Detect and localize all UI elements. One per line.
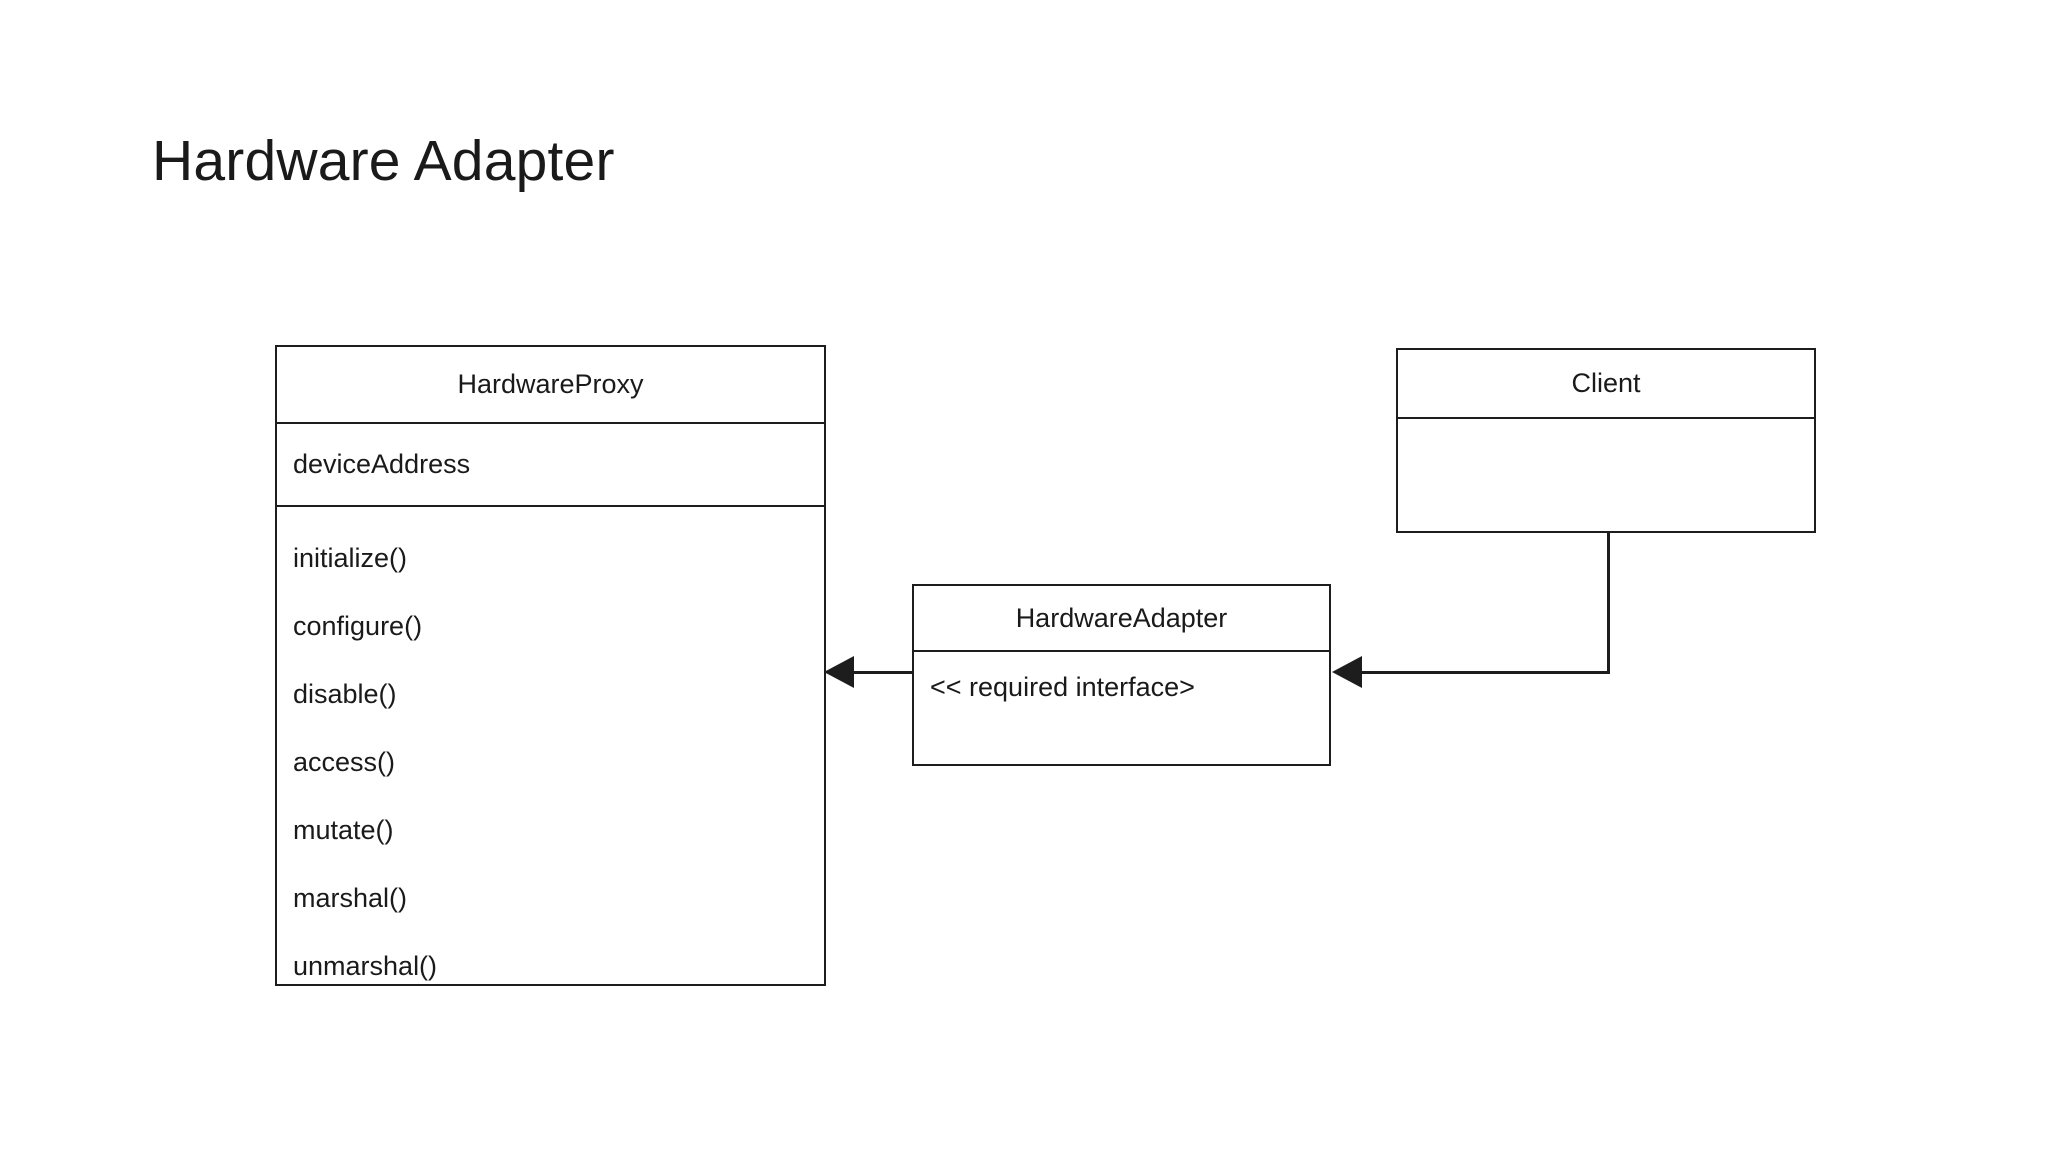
uml-class-name-hardwareadapter: HardwareAdapter [1015,602,1228,633]
uml-operation: unmarshal() [293,951,438,981]
uml-class-hardwareadapter[interactable]: HardwareAdapter << required interface> [912,584,1331,766]
uml-class-hardwareproxy[interactable]: HardwareProxy deviceAddress initialize()… [275,345,826,986]
uml-operation: access() [293,747,396,777]
uml-operation: mutate() [293,815,394,845]
uml-operations-hardwareadapter: << required interface> [914,652,1329,764]
uml-class-client[interactable]: Client [1396,348,1816,533]
uml-attribute: deviceAddress [293,449,471,479]
page-title: Hardware Adapter [152,129,615,193]
uml-divider [277,505,824,507]
connector-client-to-adapter-horizontal [1362,671,1610,674]
uml-operation: disable() [293,679,397,709]
uml-operation: marshal() [293,883,408,913]
connector-client-to-adapter-vertical [1607,532,1610,674]
arrowhead-icon [1332,656,1362,688]
arrowhead-icon [824,656,854,688]
uml-divider [277,422,824,424]
uml-operation: configure() [293,611,423,641]
uml-operation: initialize() [293,543,408,573]
uml-operations-hardwareproxy: initialize() configure() disable() acces… [277,507,824,984]
uml-attributes-hardwareproxy: deviceAddress [277,424,824,505]
uml-class-name-hardwareproxy: HardwareProxy [457,369,644,399]
uml-divider [914,650,1329,652]
uml-divider [1398,417,1814,419]
uml-stereotype-required-interface: << required interface> [930,672,1195,702]
uml-operations-client [1398,419,1814,531]
connector-adapter-to-proxy [838,671,914,674]
uml-class-name-client: Client [1571,368,1641,398]
